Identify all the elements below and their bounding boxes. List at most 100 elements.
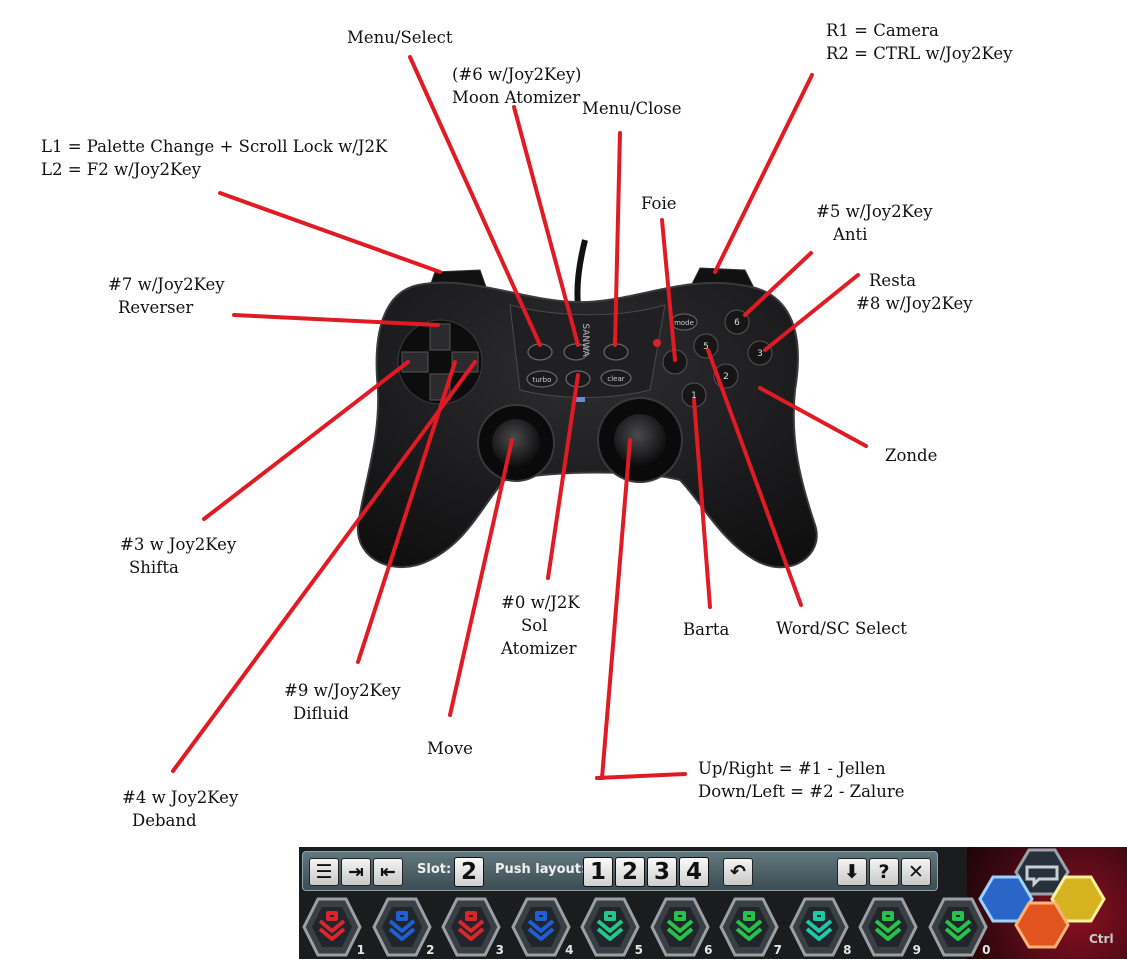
- layout-button-1[interactable]: 1: [583, 857, 613, 887]
- action-palette-bar: ☰ ⇥ ⇤ Slot: 2 Push layout: 1 2 3 4 ↶ ⬇ ?…: [299, 847, 1127, 959]
- line-l1: [218, 191, 442, 274]
- controller-cable: [574, 239, 588, 306]
- download-icon[interactable]: ⬇: [837, 858, 867, 886]
- line-zonde: [758, 386, 868, 448]
- svg-text:2: 2: [723, 372, 729, 382]
- line-joy6: [512, 105, 580, 347]
- dpad: [397, 319, 483, 405]
- face-buttons: 6 3 5 2 1: [662, 309, 773, 408]
- label-barta: Barta: [683, 620, 730, 639]
- center-buttons: [526, 343, 632, 388]
- slot-hex-icon: [719, 897, 779, 957]
- label-zonde: Zonde: [885, 446, 938, 465]
- palette-slot-0[interactable]: 0: [927, 897, 991, 957]
- label-menu-select: Menu/Select: [347, 28, 453, 47]
- led-indicator: [653, 339, 661, 347]
- palette-slot-8[interactable]: 8: [788, 897, 852, 957]
- line-foie: [660, 218, 677, 362]
- line-move: [448, 438, 514, 717]
- svg-text:5: 5: [703, 342, 709, 352]
- line-reverser: [232, 313, 440, 327]
- import-icon[interactable]: ⇤: [373, 858, 403, 886]
- export-icon[interactable]: ⇥: [341, 858, 371, 886]
- help-icon[interactable]: ?: [869, 858, 899, 886]
- slot-hex-icon: [858, 897, 918, 957]
- palette-slot-5[interactable]: 5: [580, 897, 643, 957]
- palette-slot-3[interactable]: 3: [441, 897, 504, 957]
- slot-number: 0: [982, 943, 991, 957]
- label-resta-joy8: Resta#8 w/Joy2Key: [856, 271, 973, 313]
- layout-button-2[interactable]: 2: [615, 857, 645, 887]
- line-word-select: [706, 348, 803, 607]
- close-icon[interactable]: ✕: [901, 858, 931, 886]
- slot-number: 9: [912, 943, 921, 957]
- svg-text:3: 3: [757, 349, 763, 359]
- slot-number: 2: [426, 943, 435, 957]
- palette-toolbar: ☰ ⇥ ⇤ Slot: 2 Push layout: 1 2 3 4 ↶ ⬇ ?…: [302, 851, 938, 891]
- line-resta: [763, 273, 860, 352]
- line-sol: [546, 373, 580, 580]
- left-analog-stick: [477, 404, 555, 482]
- slot-hex-icon: [441, 897, 501, 957]
- ctrl-hex-cluster: Ctrl: [978, 848, 1114, 949]
- undo-icon[interactable]: ↶: [723, 858, 753, 886]
- slot-hex-icon: [649, 897, 710, 957]
- slot-hex-icon: [927, 897, 988, 957]
- slot-label: Slot:: [417, 862, 452, 877]
- line-shifta: [202, 360, 410, 521]
- label-move: Move: [427, 739, 473, 758]
- shortcut-hex-icon: [1050, 875, 1106, 923]
- slot-value[interactable]: 2: [454, 857, 484, 887]
- line-joy5: [743, 251, 813, 317]
- line-deband: [171, 360, 477, 773]
- slot-number: 7: [773, 943, 782, 957]
- slot-hex-icon: [510, 897, 571, 957]
- clear-label: clear: [607, 375, 624, 383]
- push-layout-label: Push layout:: [495, 862, 587, 877]
- line-dpad: [595, 438, 632, 780]
- svg-text:1: 1: [691, 391, 697, 401]
- palette-slot-4[interactable]: 4: [510, 897, 574, 957]
- ctrl-hex-icon: [1014, 901, 1070, 949]
- palette-slot-9[interactable]: 9: [858, 897, 921, 957]
- label-foie: Foie: [641, 194, 677, 213]
- line-camera: [713, 73, 814, 274]
- layout-button-3[interactable]: 3: [647, 857, 677, 887]
- brand-logo: SANWA: [580, 323, 590, 357]
- slot-number: 5: [634, 943, 643, 957]
- slot-hex-icon: [371, 897, 432, 957]
- palette-slot-2[interactable]: 2: [371, 897, 435, 957]
- slot-number: 3: [495, 943, 504, 957]
- mode-label: mode: [674, 319, 694, 327]
- line-barta: [692, 398, 712, 609]
- palette-slot-6[interactable]: 6: [649, 897, 713, 957]
- label-menu-close: Menu/Close: [582, 99, 682, 118]
- notes-icon[interactable]: ☰: [309, 858, 339, 886]
- palette-slot-7[interactable]: 7: [719, 897, 782, 957]
- turbo-label: turbo: [533, 376, 552, 384]
- layout-button-4[interactable]: 4: [679, 857, 709, 887]
- slot-hex-icon: [302, 897, 362, 957]
- label-word-select: Word/SC Select: [776, 619, 907, 638]
- line-menu-select: [408, 55, 542, 347]
- slot-number: 4: [565, 943, 574, 957]
- svg-text:6: 6: [734, 318, 740, 328]
- leader-lines: [171, 55, 868, 780]
- slot-hex-icon: [788, 897, 849, 957]
- ctrl-label: Ctrl: [1089, 932, 1114, 946]
- slot-number: 6: [704, 943, 713, 957]
- line-menu-close: [613, 131, 622, 347]
- label-joy6: (#6 w/Joy2Key)Moon Atomizer: [452, 65, 582, 107]
- palette-slot-1[interactable]: 1: [302, 897, 365, 957]
- slot-number: 1: [356, 943, 365, 957]
